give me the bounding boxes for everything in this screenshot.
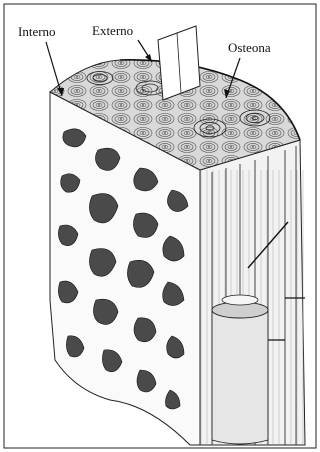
pointer-interno — [46, 42, 62, 96]
label-interno: Interno — [18, 24, 56, 39]
osteon-cylinder-inner — [222, 295, 258, 305]
label-osteona: Osteona — [228, 40, 271, 55]
osteon-cylinder — [212, 310, 268, 444]
label-externo: Externo — [92, 23, 133, 38]
